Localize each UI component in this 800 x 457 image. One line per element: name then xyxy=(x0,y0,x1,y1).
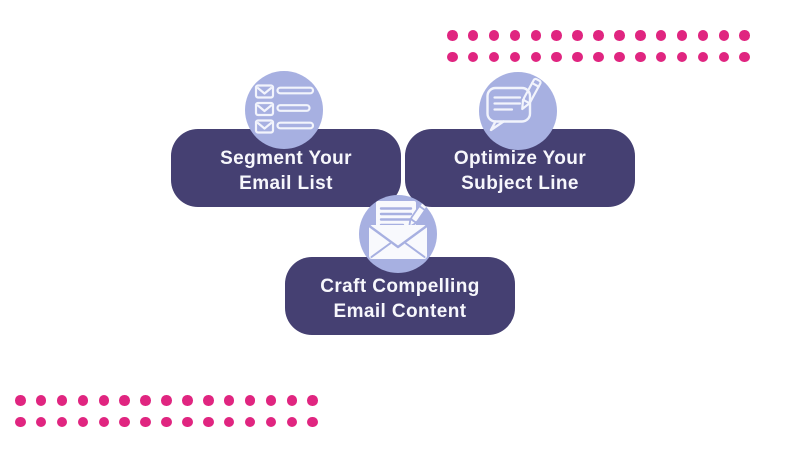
pink-dot xyxy=(530,51,542,62)
card-title-line: Subject Line xyxy=(461,172,579,194)
pink-dot xyxy=(77,416,89,427)
pink-dot xyxy=(697,30,709,41)
pink-dot xyxy=(56,395,68,406)
pink-dot xyxy=(676,51,688,62)
pink-dot xyxy=(15,416,26,427)
pink-dot xyxy=(182,416,193,427)
pink-dot xyxy=(655,30,667,41)
pink-dot xyxy=(593,30,604,41)
pink-dot xyxy=(551,30,562,41)
pink-dot xyxy=(718,51,730,62)
pink-dot xyxy=(739,51,750,62)
pink-dot xyxy=(140,416,151,427)
card-title-line: Email List xyxy=(239,172,333,194)
pink-dot xyxy=(161,416,172,427)
pink-dot xyxy=(265,395,277,406)
pink-dot xyxy=(676,30,688,41)
pink-dot xyxy=(551,51,562,62)
pink-dot xyxy=(119,416,130,427)
pink-dot xyxy=(77,395,89,406)
speech-bubble-pencil-icon xyxy=(486,77,542,132)
pencil-icon xyxy=(521,77,542,111)
pink-dot xyxy=(98,416,110,427)
icon-circle-optimize xyxy=(479,72,557,150)
pink-dot xyxy=(718,30,730,41)
pink-dot xyxy=(488,30,500,41)
pink-dot xyxy=(35,395,47,406)
pink-dot xyxy=(655,51,667,62)
pink-dot xyxy=(697,51,709,62)
pink-dot xyxy=(119,395,130,406)
icon-circle-segment xyxy=(245,71,323,149)
pink-dot xyxy=(635,51,646,62)
dots-bottom-left xyxy=(15,395,318,427)
pink-dot xyxy=(447,30,458,41)
pink-dot xyxy=(739,30,750,41)
pink-dot xyxy=(286,416,298,427)
pink-dot xyxy=(530,30,542,41)
pink-dot xyxy=(572,30,583,41)
pink-dot xyxy=(447,51,458,62)
email-list-rows xyxy=(254,84,315,134)
pink-dot xyxy=(98,395,110,406)
pink-dot xyxy=(614,30,625,41)
card-title-line: Optimize Your xyxy=(453,148,587,169)
pink-dot xyxy=(509,51,521,62)
envelope-letter-pencil-icon xyxy=(368,201,429,259)
card-title-line: Email Content xyxy=(333,300,467,322)
pink-dot xyxy=(244,416,256,427)
pink-dot xyxy=(286,395,298,406)
pink-dot xyxy=(614,51,625,62)
pencil-icon xyxy=(408,201,429,228)
pink-dot xyxy=(35,416,47,427)
card-optimize-subject-line: Optimize Your Subject Line xyxy=(405,129,635,207)
pink-dot xyxy=(572,51,583,62)
pink-dot xyxy=(265,416,277,427)
pink-dot xyxy=(509,30,521,41)
card-title-line: Segment Your xyxy=(220,148,352,169)
pink-dot xyxy=(593,51,604,62)
pink-dot xyxy=(223,416,235,427)
speech-bubble xyxy=(486,86,532,132)
pink-dot xyxy=(203,416,214,427)
pink-dot xyxy=(488,51,500,62)
open-envelope xyxy=(368,225,428,259)
pink-dot xyxy=(203,395,214,406)
card-title-line: Craft Compelling xyxy=(320,276,480,297)
dots-top-right xyxy=(447,30,750,62)
pink-dot xyxy=(467,30,479,41)
pink-dot xyxy=(161,395,172,406)
pink-dot xyxy=(223,395,235,406)
pink-dot xyxy=(307,416,318,427)
pink-dot xyxy=(140,395,151,406)
pink-dot xyxy=(307,395,318,406)
pink-dot xyxy=(244,395,256,406)
pink-dot xyxy=(15,395,26,406)
pink-dot xyxy=(56,416,68,427)
pink-dot xyxy=(467,51,479,62)
pink-dot xyxy=(635,30,646,41)
email-list-icon xyxy=(254,84,315,134)
pink-dot xyxy=(182,395,193,406)
icon-circle-craft xyxy=(359,195,437,273)
